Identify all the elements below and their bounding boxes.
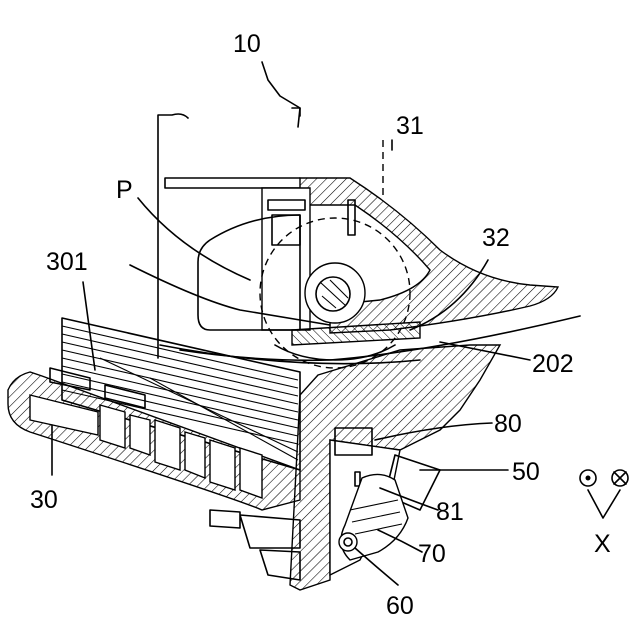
label-70: 70 [418, 540, 446, 568]
label-60: 60 [386, 592, 414, 620]
label-32: 32 [482, 224, 510, 252]
label-10: 10 [233, 30, 261, 58]
x-direction-indicator [580, 470, 628, 518]
frame-line [158, 114, 188, 358]
label-31: 31 [396, 112, 424, 140]
label-x: X [594, 530, 611, 558]
label-p: P [116, 176, 133, 204]
label-202: 202 [532, 350, 574, 378]
label-80: 80 [494, 410, 522, 438]
upper-housing [165, 178, 558, 333]
label-30: 30 [30, 486, 58, 514]
label-301: 301 [46, 248, 88, 276]
label-50: 50 [512, 458, 540, 486]
label-81: 81 [436, 498, 464, 526]
